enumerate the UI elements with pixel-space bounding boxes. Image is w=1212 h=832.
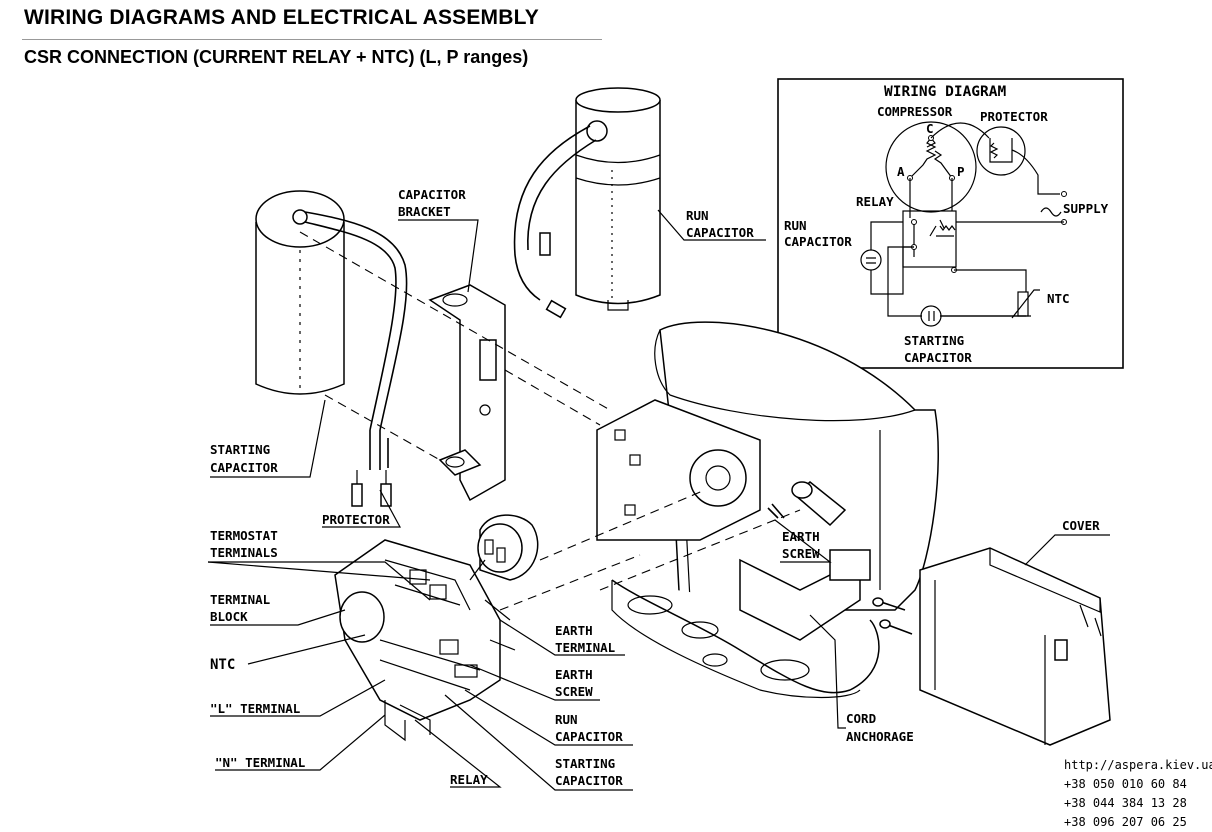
page-subtitle: CSR CONNECTION (CURRENT RELAY + NTC) (L,… <box>24 47 529 67</box>
callout-cover: COVER <box>1062 518 1100 533</box>
callout-earth-terminal-line1: EARTH <box>555 623 593 638</box>
wd-protector-symbol <box>976 126 1026 176</box>
wd-protector-label: PROTECTOR <box>980 109 1048 124</box>
callout-run-capacitor-top-line2: CAPACITOR <box>686 225 754 240</box>
title-divider <box>22 39 602 40</box>
capacitor-bracket-drawing <box>428 284 506 502</box>
wd-terminal-a: A <box>897 164 905 179</box>
callout-earth-screw-right-line2: SCREW <box>782 546 820 561</box>
relay-assembly-drawing <box>334 539 516 742</box>
callout-run-capacitor-top-line1: RUN <box>686 208 709 223</box>
callout-termostat-terminals-line1: TERMOSTAT <box>210 528 278 543</box>
wd-compressor-symbol <box>885 121 977 213</box>
wd-terminal-c: C <box>926 121 934 136</box>
wd-starting-capacitor-line1: STARTING <box>904 333 964 348</box>
wd-relay-label: RELAY <box>856 194 894 209</box>
callout-terminal-block-line1: TERMINAL <box>210 592 271 607</box>
callout-cord-anchorage-line1: CORD <box>846 711 876 726</box>
callout-starting-capacitor-bottom-line1: STARTING <box>555 756 615 771</box>
callout-starting-capacitor-bottom-line2: CAPACITOR <box>555 773 623 788</box>
wd-run-capacitor-symbol <box>860 249 882 271</box>
wd-starting-capacitor-symbol <box>920 305 942 327</box>
compressor-drawing <box>596 321 939 699</box>
wd-terminal-p: P <box>957 164 965 179</box>
contact-phone-3: +38 096 207 06 25 <box>1064 815 1187 829</box>
wiring-diagram-heading: WIRING DIAGRAM <box>884 84 1006 100</box>
wd-relay-symbol <box>902 210 957 268</box>
page-title: WIRING DIAGRAMS AND ELECTRICAL ASSEMBLY <box>24 6 539 29</box>
starting-capacitor-drawing <box>255 190 408 507</box>
wd-compressor-label: COMPRESSOR <box>877 104 953 119</box>
callout-run-capacitor-bottom-line2: CAPACITOR <box>555 729 623 744</box>
protector-drawing <box>477 514 539 581</box>
wd-starting-capacitor-line2: CAPACITOR <box>904 350 972 365</box>
wd-supply-label: SUPPLY <box>1063 201 1109 216</box>
callout-terminal-block-line2: BLOCK <box>210 609 248 624</box>
wiring-diagram-panel: WIRING DIAGRAM COMPRESSOR PROTECTOR C A … <box>777 78 1124 369</box>
callout-earth-screw-left-line1: EARTH <box>555 667 593 682</box>
callout-termostat-terminals-line2: TERMINALS <box>210 545 278 560</box>
run-capacitor-drawing <box>513 87 661 319</box>
callout-protector: PROTECTOR <box>322 512 390 527</box>
contact-phone-1: +38 050 010 60 84 <box>1064 777 1187 791</box>
contact-url[interactable]: http://aspera.kiev.ua/ <box>1064 758 1212 772</box>
callout-earth-screw-left-line2: SCREW <box>555 684 593 699</box>
contact-info: http://aspera.kiev.ua/ +38 050 010 60 84… <box>1064 756 1212 832</box>
wd-run-capacitor-line2: CAPACITOR <box>784 234 852 249</box>
callout-relay: RELAY <box>450 772 488 787</box>
callout-leaders <box>207 209 1110 791</box>
callout-starting-capacitor-left-line2: CAPACITOR <box>210 460 278 475</box>
callout-n-terminal: "N" TERMINAL <box>215 755 306 770</box>
wd-run-capacitor-line1: RUN <box>784 218 807 233</box>
callout-ntc: NTC <box>210 657 235 673</box>
callout-l-terminal: "L" TERMINAL <box>210 701 301 716</box>
cover-drawing <box>919 547 1111 746</box>
contact-phone-2: +38 044 384 13 28 <box>1064 796 1187 810</box>
callout-capacitor-bracket-line2: BRACKET <box>398 204 451 219</box>
callout-cord-anchorage-line2: ANCHORAGE <box>846 729 914 744</box>
callout-earth-terminal-line2: TERMINAL <box>555 640 616 655</box>
callout-run-capacitor-bottom-line1: RUN <box>555 712 578 727</box>
callout-labels: CAPACITOR BRACKET RUN CAPACITOR STARTING… <box>210 187 1100 788</box>
assembly-guide-lines <box>299 231 801 611</box>
callout-capacitor-bracket-line1: CAPACITOR <box>398 187 466 202</box>
wd-ntc-label: NTC <box>1047 291 1070 306</box>
callout-starting-capacitor-left-line1: STARTING <box>210 442 270 457</box>
callout-earth-screw-right-line1: EARTH <box>782 529 820 544</box>
